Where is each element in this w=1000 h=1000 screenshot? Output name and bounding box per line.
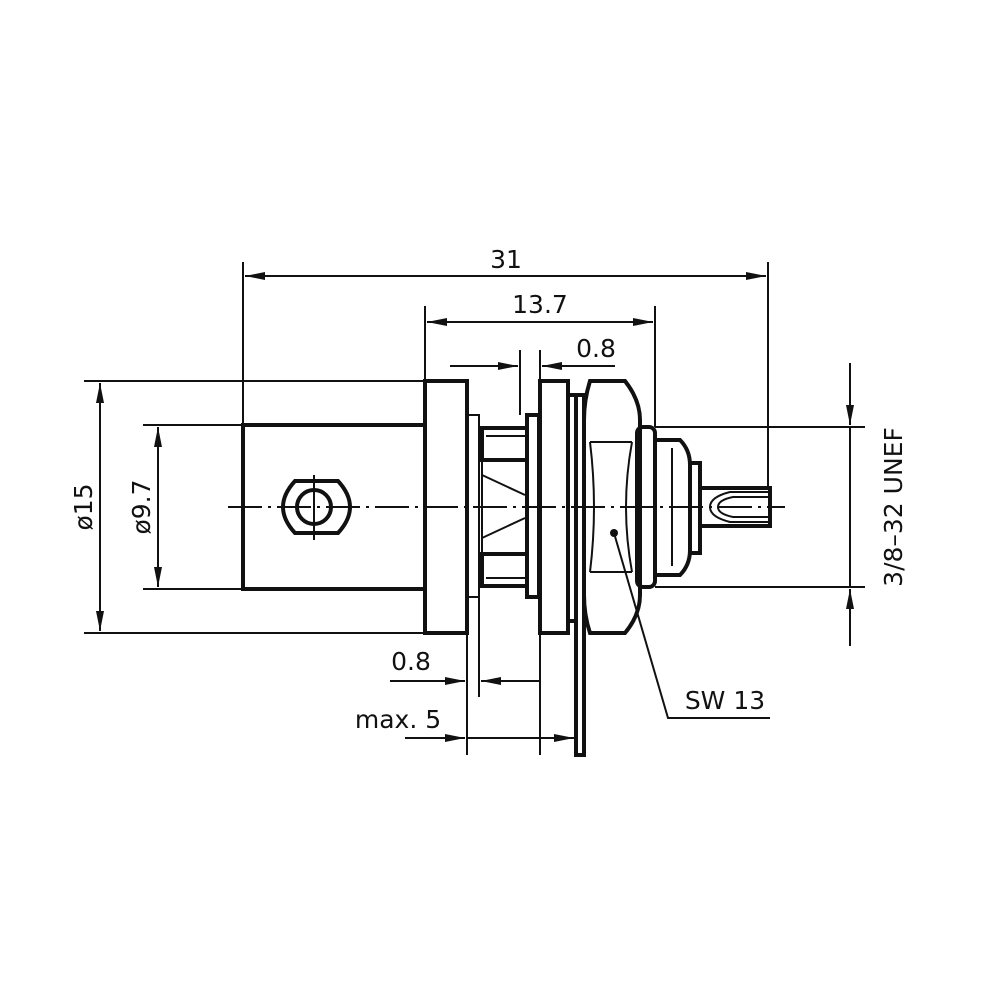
dim-body-length: 13.7 — [512, 290, 568, 319]
dim-washer-bottom: 0.8 — [391, 647, 431, 676]
dimension-lines — [84, 262, 865, 755]
dim-washer-top: 0.8 — [576, 334, 616, 363]
sw-leader — [613, 532, 770, 719]
body-thread — [480, 426, 529, 588]
dim-thread: 3/8–32 UNEF — [879, 427, 908, 587]
dim-wrench-size: SW 13 — [685, 686, 765, 715]
dim-overall-length: 31 — [490, 245, 522, 274]
dim-body-diameter: ø9.7 — [127, 479, 156, 534]
dim-flange-diameter: ø15 — [69, 483, 98, 530]
dim-panel-thickness: max. 5 — [355, 705, 441, 734]
